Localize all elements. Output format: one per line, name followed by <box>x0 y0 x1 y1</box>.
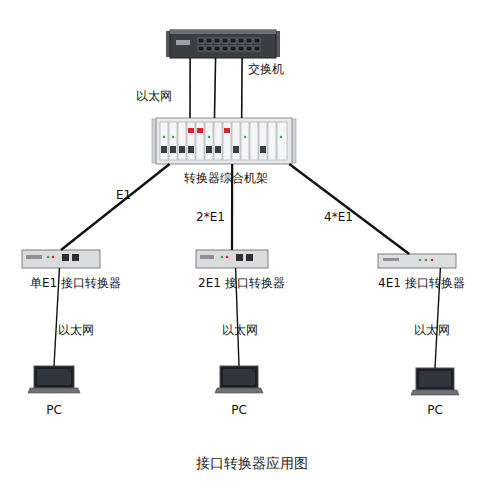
device-node: PC <box>412 368 458 395</box>
cable-line <box>241 58 242 118</box>
rack-illustration <box>152 118 296 164</box>
laptop-illustration <box>28 366 80 393</box>
device-label: 单E1 接口转换器 <box>30 275 121 292</box>
device-label: 转换器综合机架 <box>184 170 268 187</box>
edge-label: 4*E1 <box>324 210 353 224</box>
cable-line <box>61 164 170 250</box>
cable-line <box>241 58 243 118</box>
edge-label: 以太网 <box>414 322 450 339</box>
device-node: 转换器综合机架 <box>156 118 292 164</box>
cable-line <box>214 58 215 118</box>
device-node: 交换机 <box>170 30 276 58</box>
device-label: PC <box>412 403 458 417</box>
cable-line <box>289 164 409 254</box>
figure-caption: 接口转换器应用图 <box>0 455 504 473</box>
device-label: 2E1 接口转换器 <box>198 275 285 292</box>
edge-label: 2*E1 <box>196 210 225 224</box>
laptop-illustration <box>411 368 459 395</box>
cable-line <box>189 58 191 118</box>
laptop-illustration <box>215 366 263 393</box>
device-node: 4E1 接口转换器 <box>378 254 456 268</box>
device-label: 交换机 <box>248 61 284 78</box>
device-node: 单E1 接口转换器 <box>22 250 100 268</box>
cable-line <box>61 164 170 250</box>
device-label: PC <box>216 403 262 417</box>
device-label: 4E1 接口转换器 <box>378 275 465 292</box>
switch-illustration <box>166 30 280 58</box>
cable-line <box>214 58 215 118</box>
edge-label: 以太网 <box>136 88 172 105</box>
edge-label: 以太网 <box>58 322 94 339</box>
edge-label: 以太网 <box>222 322 258 339</box>
converter-illustration <box>22 250 100 268</box>
converter-illustration <box>196 250 268 268</box>
device-node: PC <box>30 366 78 393</box>
cable-line <box>289 164 409 254</box>
device-node: 2E1 接口转换器 <box>196 250 268 268</box>
device-node: PC <box>216 366 262 393</box>
device-label: PC <box>30 403 78 417</box>
cable-line <box>190 58 191 118</box>
converter-illustration <box>378 254 456 268</box>
edge-label: E1 <box>116 188 131 202</box>
